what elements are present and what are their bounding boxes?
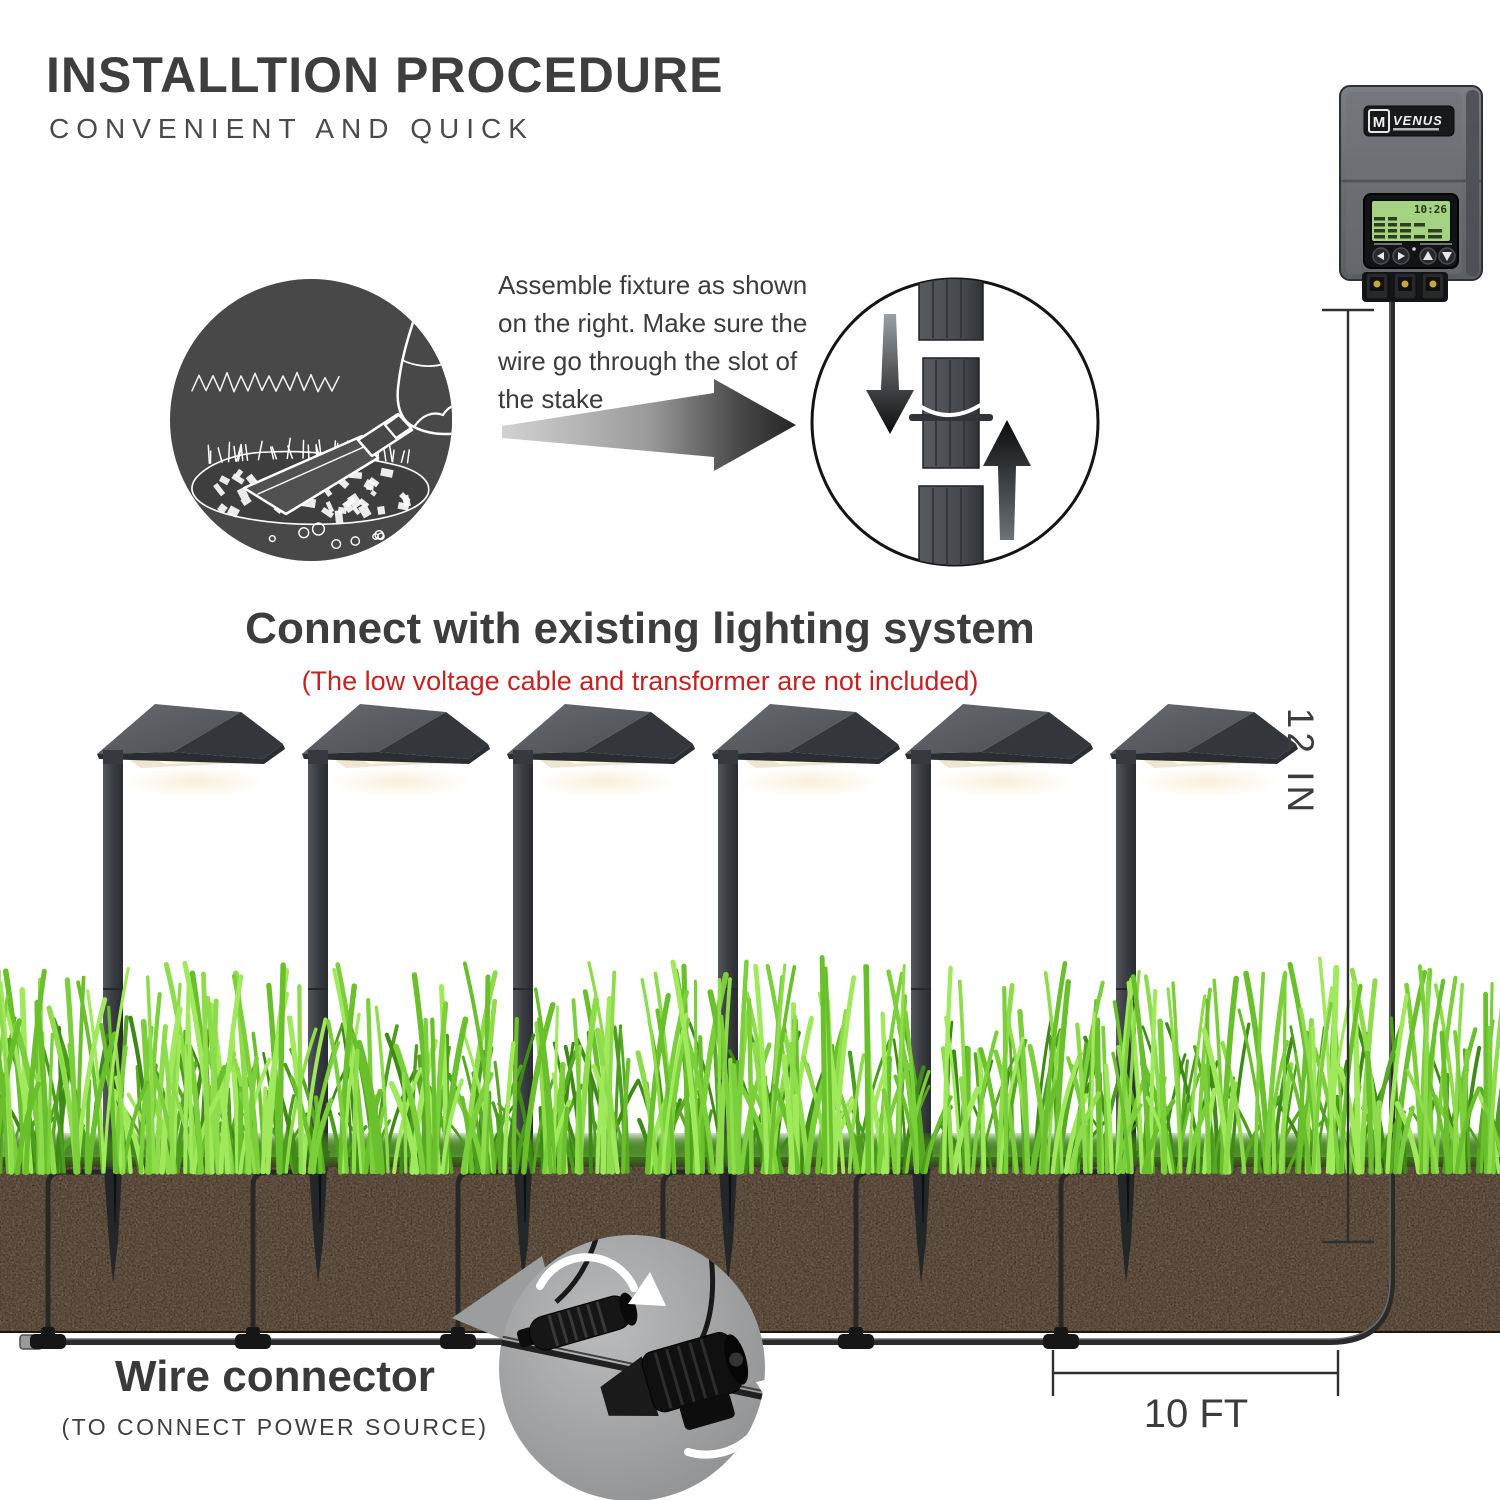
pole-segment-bottom: [918, 485, 984, 565]
up-triangle-icon: [1423, 251, 1433, 260]
connector-socket: [600, 1332, 749, 1430]
not-included-note: (The low voltage cable and transformer a…: [301, 666, 979, 696]
down-arrow-icon: [866, 314, 914, 434]
down-triangle-icon: [1442, 252, 1452, 261]
hand-icon: [396, 279, 452, 436]
brand-name: VENUS: [1393, 113, 1443, 128]
svg-text:M: M: [1373, 114, 1386, 131]
wire-connector-clamp: [30, 1334, 66, 1349]
connector-plug: [516, 1292, 638, 1351]
grass-line: [191, 371, 340, 393]
twist-swoosh: [912, 396, 992, 417]
page-subtitle: CONVENIENT AND QUICK: [49, 113, 534, 144]
transformer: M VENUS 10:26: [1339, 85, 1483, 302]
up-arrow-icon: [983, 420, 1031, 540]
wire-connector-inset: [452, 1235, 765, 1500]
wire-connector-label: Wire connector: [115, 1352, 435, 1401]
wire-connector-clamp: [235, 1334, 271, 1349]
trowel-icon: [242, 412, 414, 516]
dig-illustration: [170, 279, 452, 561]
wire-connector-sublabel: (TO CONNECT POWER SOURCE): [61, 1414, 489, 1440]
lighting-buttons: [1419, 247, 1456, 265]
brand-logo: M VENUS: [1363, 105, 1455, 137]
stake-assembly-illustration: [810, 277, 1100, 567]
page-title: INSTALLTION PROCEDURE: [46, 47, 724, 103]
terminal-block: [1362, 272, 1448, 302]
right-arrow-icon: [1398, 252, 1405, 260]
soil-band: [0, 1157, 1500, 1333]
section-heading: Connect with existing lighting system: [245, 604, 1035, 653]
grass-band: [0, 955, 1500, 1175]
right-arrow-icon: [502, 379, 796, 471]
pole-segment-middle: [909, 357, 993, 469]
wire-connector-clamp: [1043, 1334, 1079, 1349]
pole-segment-top: [918, 279, 984, 341]
depth-label-12in: 12 IN: [1280, 707, 1321, 817]
clock-buttons: [1372, 247, 1410, 265]
assembly-instruction: Assemble fixture as shown on the right. …: [498, 270, 808, 414]
timer-control-panel: 10:26: [1363, 193, 1459, 269]
measurement-10ft-line: [1051, 1350, 1340, 1396]
wire-connector-clamp: [440, 1334, 476, 1349]
drop-wire: [660, 1169, 735, 1335]
measurement-12in-line: [1322, 308, 1374, 1244]
left-arrow-icon: [1377, 252, 1384, 260]
lcd-time: 10:26: [1414, 203, 1447, 216]
spacing-label-10ft: 10 FT: [1143, 1392, 1249, 1436]
wire-connector-clamp: [838, 1334, 874, 1349]
